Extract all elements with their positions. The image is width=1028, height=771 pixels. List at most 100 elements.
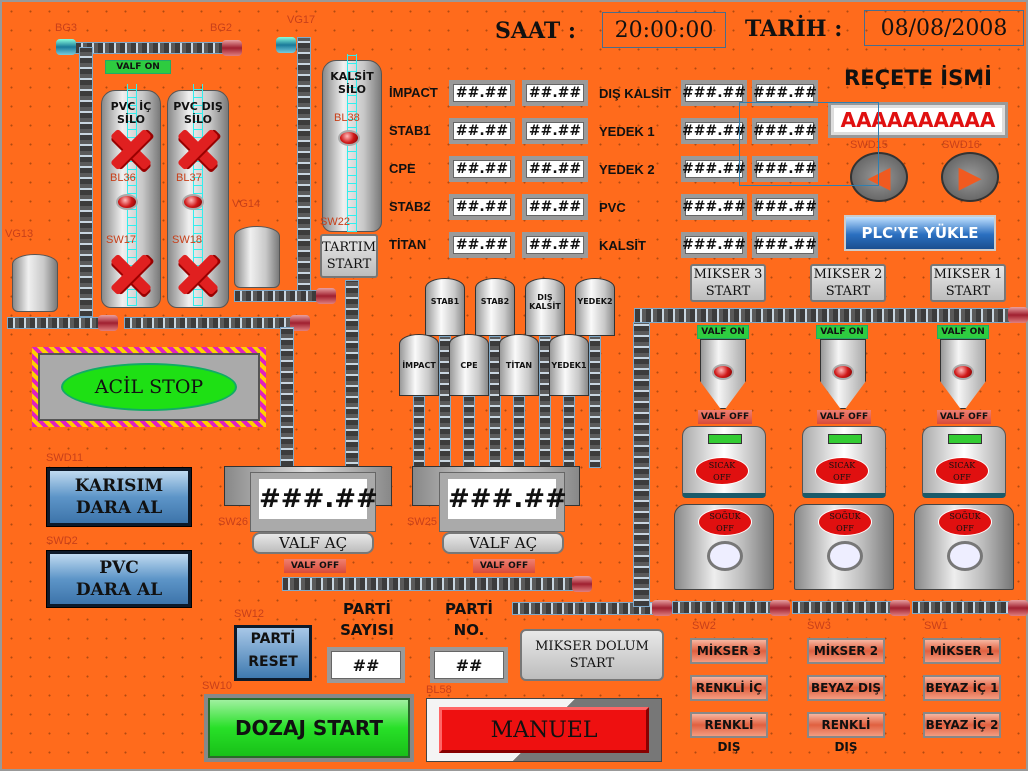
ingredient-value-2[interactable]: ##.##: [522, 118, 588, 144]
cold-status-indicator[interactable]: SOĞUK OFF: [698, 508, 752, 536]
ingredient-value-2[interactable]: ###.##: [752, 194, 818, 220]
renkli-ic-button[interactable]: RENKLİ İÇ: [690, 675, 768, 701]
recipe-next-button[interactable]: ▶: [941, 152, 999, 202]
tag-sw1: SW1: [924, 620, 948, 632]
lamp-icon: [712, 364, 734, 380]
motor-icon: [98, 315, 118, 331]
tartim-start-button[interactable]: TARTIM START: [320, 234, 378, 278]
plc-load-button[interactable]: PLC'YE YÜKLE: [844, 215, 996, 251]
time-display: 20:00:00: [602, 12, 726, 48]
lamp-icon: [182, 194, 204, 210]
parti-reset-label: PARTİ RESET: [237, 628, 309, 678]
motor-icon: [276, 37, 296, 53]
parti-no-label: PARTİ NO.: [445, 600, 493, 639]
cold-status-indicator[interactable]: SOĞUK OFF: [938, 508, 992, 536]
ingredient-value-1[interactable]: ###.##: [681, 118, 747, 144]
ingredient-value-1[interactable]: ##.##: [449, 232, 515, 258]
screw-conveyor: [463, 396, 475, 468]
arrow-right-icon: ▶: [958, 159, 982, 195]
valf-ac-button[interactable]: VALF AÇ: [252, 532, 374, 554]
tag-vg14: VG14: [232, 198, 261, 210]
ingredient-value-2[interactable]: ###.##: [752, 232, 818, 258]
motor-icon: [652, 600, 672, 616]
ingredient-label: YEDEK 1: [599, 124, 655, 139]
porthole-icon: [827, 541, 863, 571]
mikser-1-start-button[interactable]: MIKSER 1 START: [930, 264, 1006, 302]
ingredient-value-2[interactable]: ###.##: [752, 118, 818, 144]
ingredient-value-1[interactable]: ###.##: [681, 194, 747, 220]
bottom-left-conveyor: [7, 317, 102, 329]
valf-on-indicator: VALF ON: [816, 325, 868, 339]
small-hopper: [12, 254, 58, 312]
tag-swd16: SWD16: [942, 139, 980, 151]
mikser-1-button[interactable]: MİKSER 1: [923, 638, 1001, 664]
porthole-icon: [947, 541, 983, 571]
ingredient-label: STAB2: [389, 199, 431, 214]
dozaj-start-button[interactable]: DOZAJ START: [204, 694, 414, 762]
manuel-button[interactable]: MANUEL: [426, 698, 662, 762]
x-mark-icon[interactable]: [178, 254, 218, 294]
silo-stab2: STAB2: [475, 278, 515, 336]
mikser-3-start-button[interactable]: MIKSER 3 START: [690, 264, 766, 302]
parti-count-field[interactable]: ##: [327, 647, 405, 683]
mikser-dolum-start-button[interactable]: MIKSER DOLUM START: [520, 629, 664, 681]
motor-icon: [290, 315, 310, 331]
renkli-dis-button[interactable]: RENKLİ DIŞ: [690, 712, 768, 754]
ingredient-label: CPE: [389, 161, 416, 176]
valf-off-indicator: VALF OFF: [817, 410, 871, 424]
emergency-stop-frame: ACİL STOP: [32, 347, 266, 427]
parti-no-field[interactable]: ##: [430, 647, 508, 683]
beyaz-ic-2-button[interactable]: BEYAZ İÇ 2: [923, 712, 1001, 738]
pvc-dara-button[interactable]: PVC DARA AL: [46, 550, 192, 608]
karisim-dara-button[interactable]: KARISIM DARA AL: [46, 467, 192, 527]
valf-off-indicator: VALF OFF: [937, 410, 991, 424]
x-mark-icon[interactable]: [178, 129, 218, 169]
mixer-status-bar: [708, 434, 742, 444]
valf-ac-button[interactable]: VALF AÇ: [442, 532, 564, 554]
mikser-3-button[interactable]: MİKSER 3: [690, 638, 768, 664]
hot-status-indicator[interactable]: SICAK OFF: [935, 457, 989, 485]
tag-vg13: VG13: [5, 228, 34, 240]
small-hopper: [234, 226, 280, 288]
hot-status-indicator[interactable]: SICAK OFF: [695, 457, 749, 485]
emergency-stop-button[interactable]: ACİL STOP: [61, 363, 237, 411]
beyaz-ic-1-button[interactable]: BEYAZ İÇ 1: [923, 675, 1001, 701]
ingredient-label: KALSİT: [599, 238, 646, 253]
x-mark-icon[interactable]: [111, 129, 151, 169]
ingredient-value-1[interactable]: ##.##: [449, 194, 515, 220]
motor-icon: [572, 576, 592, 592]
scale-weight: ###.##: [448, 479, 567, 519]
ingredient-value-2[interactable]: ###.##: [752, 156, 818, 182]
mixer-vertical-conveyor: [633, 322, 650, 607]
karisim-dara-label: KARISIM DARA AL: [50, 471, 188, 523]
screw-conveyor: [513, 396, 525, 468]
parti-reset-button[interactable]: PARTİ RESET: [234, 625, 312, 681]
hot-status-indicator[interactable]: SICAK OFF: [815, 457, 869, 485]
motor-icon: [1008, 600, 1028, 616]
ingredient-value-1[interactable]: ###.##: [681, 156, 747, 182]
motor-icon: [56, 39, 76, 55]
valf-off-indicator: VALF OFF: [698, 410, 752, 424]
left-vertical-conveyor: [79, 47, 93, 317]
ingredient-value-2[interactable]: ##.##: [522, 194, 588, 220]
ingredient-label: PVC: [599, 200, 626, 215]
ingredient-value-1[interactable]: ##.##: [449, 118, 515, 144]
x-mark-icon[interactable]: [111, 254, 151, 294]
ingredient-value-2[interactable]: ##.##: [522, 156, 588, 182]
beyaz-dis-button[interactable]: BEYAZ DIŞ: [807, 675, 885, 701]
tag-sw17: SW17: [106, 234, 136, 246]
ingredient-value-1[interactable]: ###.##: [681, 80, 747, 106]
cold-status-indicator[interactable]: SOĞUK OFF: [818, 508, 872, 536]
ingredient-value-2[interactable]: ##.##: [522, 232, 588, 258]
pvc-dara-label: PVC DARA AL: [50, 554, 188, 604]
ingredient-value-1[interactable]: ##.##: [449, 156, 515, 182]
ingredient-value-1[interactable]: ###.##: [681, 232, 747, 258]
mikser-2-start-button[interactable]: MIKSER 2 START: [810, 264, 886, 302]
ingredient-value-1[interactable]: ##.##: [449, 80, 515, 106]
ingredient-value-2[interactable]: ##.##: [522, 80, 588, 106]
renkli-dis-button[interactable]: RENKLİ DIŞ: [807, 712, 885, 754]
ingredient-value-2[interactable]: ###.##: [752, 80, 818, 106]
tag-sw12: SW12: [234, 608, 264, 620]
mikser-2-button[interactable]: MİKSER 2: [807, 638, 885, 664]
recipe-name-field[interactable]: AAAAAAAAAA: [828, 102, 1008, 138]
